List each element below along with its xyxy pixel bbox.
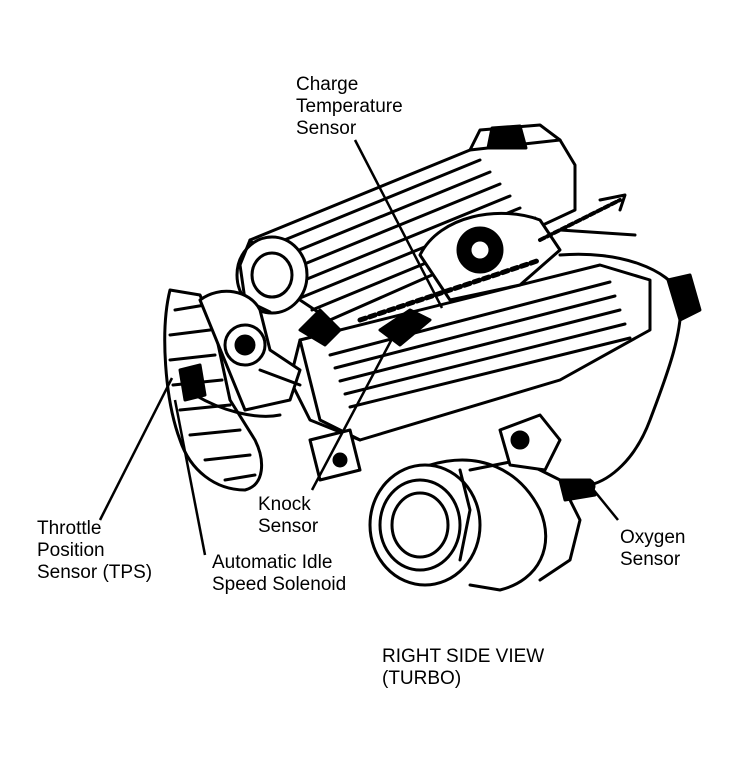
label-line: Automatic Idle xyxy=(212,552,333,573)
label-throttle-position-sensor: Throttle Position Sensor (TPS) xyxy=(37,518,152,584)
label-line: Sensor xyxy=(296,118,357,139)
caption-line-2: (TURBO) xyxy=(382,668,462,689)
oxygen-sensor-wire xyxy=(558,252,702,494)
label-line: Speed Solenoid xyxy=(212,574,347,595)
throttle-body xyxy=(163,288,342,492)
label-charge-temperature-sensor: Charge Temperature Sensor xyxy=(296,74,403,140)
label-line: Charge xyxy=(296,74,359,95)
label-line: Sensor (TPS) xyxy=(37,562,153,583)
distributor-area xyxy=(357,193,637,347)
knock-sensor-body xyxy=(308,428,362,482)
leader-oxygen xyxy=(591,487,619,521)
leader-idle xyxy=(173,399,207,556)
label-knock-sensor: Knock Sensor xyxy=(258,494,318,538)
turbocharger xyxy=(368,413,597,592)
leader-charge-temp xyxy=(353,139,444,309)
label-line: Oxygen xyxy=(620,527,686,548)
caption-line-1: RIGHT SIDE VIEW xyxy=(382,646,545,667)
label-automatic-idle-speed-solenoid: Automatic Idle Speed Solenoid xyxy=(212,552,346,596)
label-line: Sensor xyxy=(258,516,319,537)
label-line: Temperature xyxy=(296,96,403,117)
label-line: Sensor xyxy=(620,549,681,570)
label-line: Position xyxy=(37,540,105,561)
label-oxygen-sensor: Oxygen Sensor xyxy=(620,527,685,571)
label-line: Knock xyxy=(258,494,311,515)
leader-knock xyxy=(310,317,405,491)
label-line: Throttle xyxy=(37,518,102,539)
diagram-caption: RIGHT SIDE VIEW (TURBO) xyxy=(382,646,544,690)
valve-cover xyxy=(235,123,577,322)
leader-lines xyxy=(98,139,619,556)
leader-tps xyxy=(98,377,174,521)
